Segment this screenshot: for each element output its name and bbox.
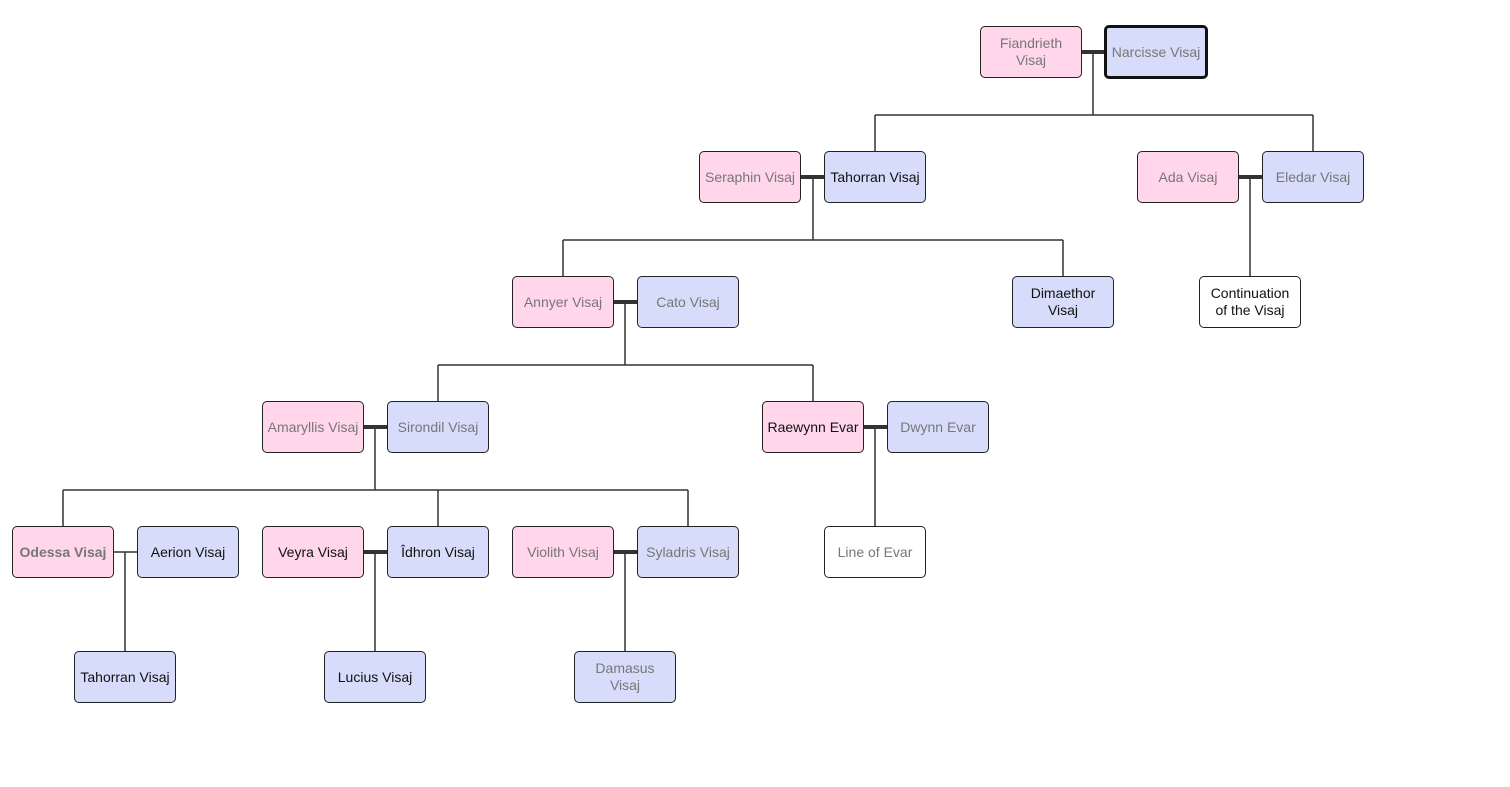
person-veyra[interactable]: Veyra Visaj	[262, 526, 364, 578]
person-tahorran-2[interactable]: Tahorran Visaj	[74, 651, 176, 703]
person-tahorran-1[interactable]: Tahorran Visaj	[824, 151, 926, 203]
node-line-of-evar[interactable]: Line of Evar	[824, 526, 926, 578]
person-dwynn[interactable]: Dwynn Evar	[887, 401, 989, 453]
descent-line	[437, 302, 814, 402]
person-sirondil[interactable]: Sirondil Visaj	[387, 401, 489, 453]
person-violith[interactable]: Violith Visaj	[512, 526, 614, 578]
descent-line	[62, 427, 689, 527]
person-damasus[interactable]: Damasus Visaj	[574, 651, 676, 703]
person-fiandrieth[interactable]: Fiandrieth Visaj	[980, 26, 1082, 78]
person-syladris[interactable]: Syladris Visaj	[637, 526, 739, 578]
person-idhron[interactable]: Îdhron Visaj	[387, 526, 489, 578]
person-annyer[interactable]: Annyer Visaj	[512, 276, 614, 328]
person-aerion[interactable]: Aerion Visaj	[137, 526, 239, 578]
person-seraphin[interactable]: Seraphin Visaj	[699, 151, 801, 203]
node-continuation[interactable]: Continuation of the Visaj	[1199, 276, 1301, 328]
person-eledar[interactable]: Eledar Visaj	[1262, 151, 1364, 203]
person-lucius[interactable]: Lucius Visaj	[324, 651, 426, 703]
person-ada[interactable]: Ada Visaj	[1137, 151, 1239, 203]
descent-line	[874, 52, 1314, 152]
person-narcisse[interactable]: Narcisse Visaj	[1104, 25, 1208, 79]
person-raewynn[interactable]: Raewynn Evar	[762, 401, 864, 453]
person-odessa[interactable]: Odessa Visaj	[12, 526, 114, 578]
person-dimaethor[interactable]: Dimaethor Visaj	[1012, 276, 1114, 328]
person-amaryllis[interactable]: Amaryllis Visaj	[262, 401, 364, 453]
person-cato[interactable]: Cato Visaj	[637, 276, 739, 328]
descent-line	[562, 177, 1064, 277]
